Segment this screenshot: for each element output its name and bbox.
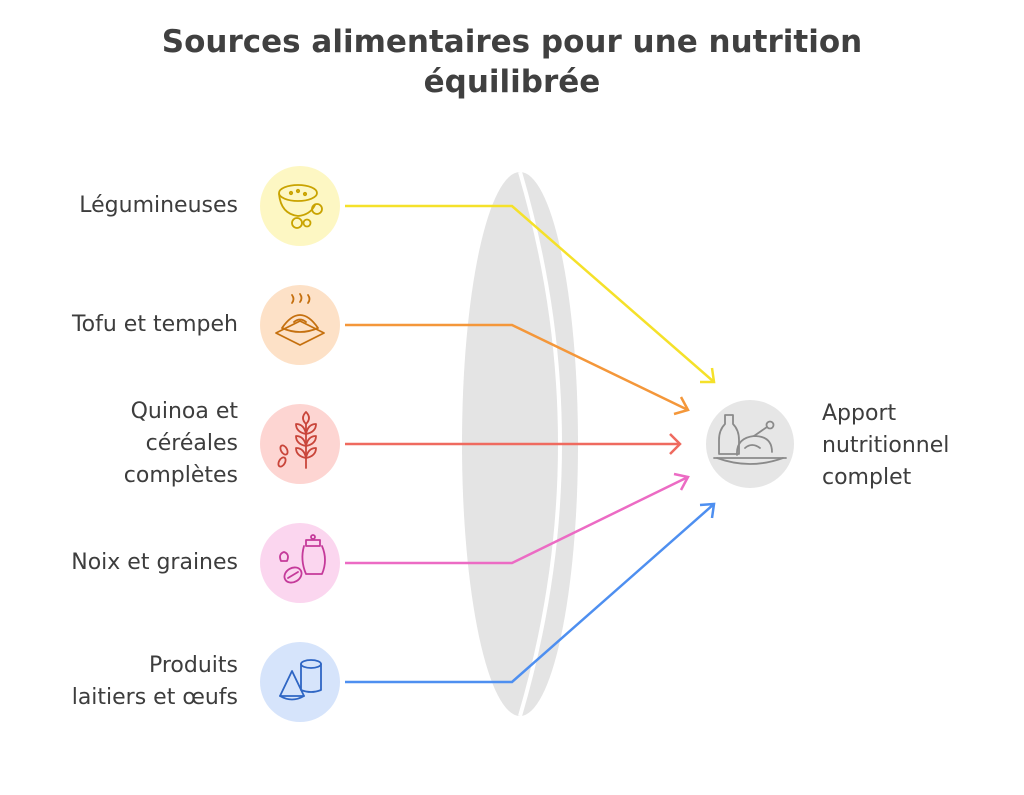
connector-quinoa [345, 433, 682, 455]
connector-produits [345, 502, 716, 684]
label-noix: Noix et graines [71, 547, 238, 579]
label-line: Légumineuses [79, 193, 238, 218]
label-line: laitiers et œufs [71, 685, 238, 710]
meal-icon [706, 400, 794, 488]
title-line-1: Sources alimentaires pour une nutrition [161, 24, 863, 60]
connector-tofu [345, 323, 690, 416]
wheat-icon [260, 404, 340, 484]
tofu-icon [260, 285, 340, 365]
nuts-icon [260, 523, 340, 603]
label-quinoa: Quinoa et céréales complètes [124, 396, 238, 492]
label-line: Produits [148, 653, 238, 678]
label-line: Tofu et tempeh [71, 312, 238, 337]
label-line: céréales [145, 431, 238, 456]
title-line-2: équilibrée [423, 64, 601, 100]
diagram-title: Sources alimentaires pour une nutrition … [0, 22, 1024, 102]
label-legumineuses: Légumineuses [79, 190, 238, 222]
label-line: complet [822, 465, 912, 490]
label-line: Quinoa et [130, 399, 238, 424]
label-line: Apport [822, 401, 897, 426]
dairy-icon [260, 642, 340, 722]
connector-legumineuses [345, 204, 716, 384]
connector-noix [345, 472, 690, 565]
label-apport: Apport nutritionnel complet [822, 398, 949, 494]
label-line: nutritionnel [822, 433, 950, 458]
label-line: Noix et graines [71, 550, 238, 575]
label-line: complètes [123, 463, 238, 488]
bean-bowl-icon [260, 166, 340, 246]
label-tofu: Tofu et tempeh [72, 309, 238, 341]
label-produits: Produits laitiers et œufs [72, 650, 238, 714]
